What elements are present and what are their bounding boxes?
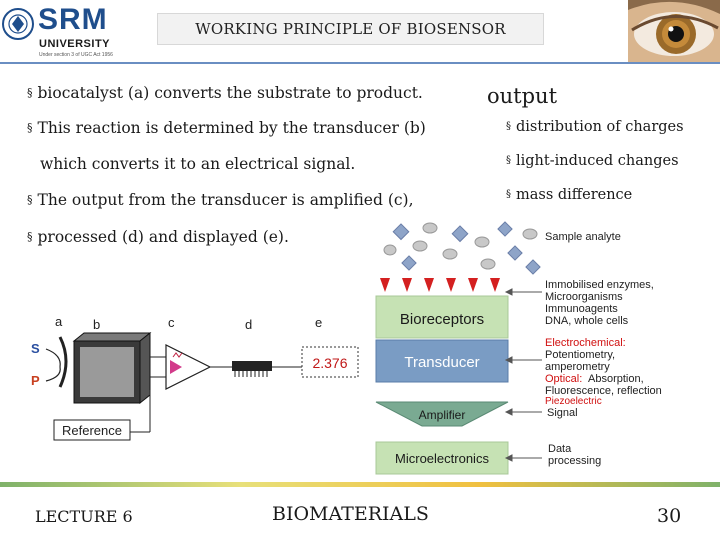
- bullet-marker: §: [506, 121, 511, 132]
- biosensor-schematic: a b c d e S P 2.376 Reference: [31, 314, 359, 441]
- bioreceptor-arrows: [380, 278, 500, 292]
- optical-label: Optical:: [545, 373, 582, 385]
- product-arrow: [45, 366, 61, 382]
- bullet-marker: §: [27, 121, 33, 134]
- biocatalyst-layer: [58, 336, 68, 388]
- label-s: S: [31, 341, 40, 356]
- footer-page-number: 30: [657, 505, 682, 527]
- label-d: d: [245, 317, 252, 332]
- bullet-3: § The output from the transducer is ampli…: [27, 191, 414, 209]
- output-item-1: § distribution of charges: [506, 119, 684, 135]
- output-item-3-text: mass difference: [516, 187, 633, 203]
- eye-graphic: [628, 0, 720, 62]
- sample-analyte-label: Sample analyte: [545, 231, 621, 243]
- analyte-shapes: [383, 221, 541, 275]
- bullet-2: § This reaction is determined by the tran…: [27, 119, 426, 137]
- label-c: c: [168, 315, 175, 330]
- bullet-marker: §: [27, 86, 33, 99]
- bullet-3-text: The output from the transducer is amplif…: [37, 191, 414, 209]
- bullet-marker: §: [506, 189, 511, 200]
- footer-divider: [0, 482, 720, 487]
- label-p: P: [31, 373, 40, 388]
- processor-chip: [232, 361, 272, 371]
- bullet-4: § processed (d) and displayed (e).: [27, 228, 289, 246]
- slide-title-text: WORKING PRINCIPLE OF BIOSENSOR: [195, 20, 506, 38]
- slide-title: WORKING PRINCIPLE OF BIOSENSOR: [157, 13, 544, 45]
- bioreceptor-list: Immobilised enzymes, Microorganisms Immu…: [545, 279, 657, 327]
- transducer-block: [375, 339, 509, 383]
- output-item-2: § light-induced changes: [506, 153, 679, 169]
- logo-graphic: [2, 8, 34, 40]
- biosensor-components-diagram: Sample analyte Bioreceptors Transducer A…: [375, 221, 662, 475]
- bullet-1: § biocatalyst (a) converts the substrate …: [27, 84, 423, 102]
- footer-course-name: BIOMATERIALS: [272, 503, 429, 525]
- footer-lecture: LECTURE 6: [35, 507, 133, 526]
- reference-box: [53, 419, 131, 441]
- output-item-1-text: distribution of charges: [516, 119, 684, 135]
- bullet-marker: §: [27, 230, 33, 243]
- label-e: e: [315, 315, 322, 330]
- srm-university-logo: SRM UNIVERSITY Under section 3 of UGC Ac…: [0, 0, 132, 60]
- label-a: a: [55, 314, 63, 329]
- electrochemical-text: Potentiometry, amperometry: [545, 349, 618, 373]
- transducer-label: Transducer: [404, 354, 479, 371]
- display-box: [301, 346, 359, 378]
- microelectronics-label: Microelectronics: [395, 451, 489, 466]
- chip-pins: [234, 371, 268, 377]
- electrochemical-label: Electrochemical:: [545, 337, 626, 349]
- transducer-face: [80, 347, 134, 397]
- bioreceptors-label: Bioreceptors: [400, 311, 484, 328]
- bullet-2-cont-text: which converts it to an electrical signa…: [40, 155, 356, 173]
- amplifier-triangle: [165, 344, 212, 390]
- amplifier-block: [375, 401, 509, 427]
- amplifier-wave: [172, 352, 183, 358]
- reference-label: Reference: [62, 423, 122, 438]
- amplifier-label: Amplifier: [419, 408, 466, 422]
- bullet-4-text: processed (d) and displayed (e).: [37, 228, 289, 246]
- signal-label: Signal: [547, 407, 578, 419]
- transducer-side: [139, 331, 151, 405]
- transducer-top: [72, 332, 152, 342]
- substrate-arrow: [45, 348, 61, 368]
- piezo-label: Piezoelectric: [545, 396, 602, 407]
- label-b: b: [93, 317, 100, 332]
- logo-wordmark-bottom: UNIVERSITY: [39, 38, 111, 50]
- bullet-2-continuation: which converts it to an electrical signa…: [40, 155, 355, 173]
- logo-wordmark-top: SRM: [38, 3, 108, 36]
- display-value: 2.376: [312, 355, 347, 371]
- bullet-1-text: biocatalyst (a) converts the substrate t…: [37, 84, 423, 102]
- pointer-arrows: [504, 288, 542, 462]
- header-divider: [0, 62, 720, 64]
- output-item-3: § mass difference: [506, 187, 632, 203]
- bullet-2-text: This reaction is determined by the trans…: [37, 119, 426, 137]
- output-heading: output: [487, 84, 558, 108]
- bullet-marker: §: [27, 193, 33, 206]
- bioreceptors-block: [375, 295, 509, 339]
- optical-text-1: Absorption,: [588, 373, 644, 385]
- optical-text-2: Fluorescence, reflection: [545, 385, 662, 397]
- eye-image: [628, 0, 720, 62]
- data-processing-label: Data processing: [548, 443, 601, 467]
- amplifier-signal-mark: [170, 360, 182, 374]
- output-item-2-text: light-induced changes: [516, 153, 679, 169]
- bullet-marker: §: [506, 155, 511, 166]
- logo-tagline: Under section 3 of UGC Act 1956: [39, 52, 113, 58]
